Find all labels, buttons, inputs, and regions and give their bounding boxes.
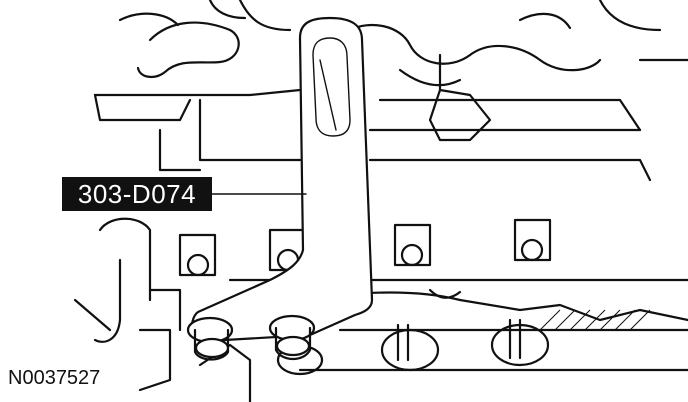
- tool-callout-label: 303-D074: [62, 177, 212, 211]
- wire-bundle: [238, 0, 292, 32]
- left-pipe: [98, 217, 152, 302]
- valve-cover-top: [93, 88, 302, 97]
- tool-slot: [312, 37, 351, 137]
- cover-long-edge: [368, 158, 652, 182]
- tool-body: [190, 16, 374, 342]
- engine-background: [73, 0, 688, 402]
- tool-bolts: [186, 314, 316, 361]
- figure-number: N0037527: [8, 367, 101, 389]
- special-tool-303-D074: [186, 16, 374, 361]
- upper-hose-left-2: [118, 12, 180, 27]
- camshaft-lobes: [276, 318, 550, 376]
- upper-hose-left: [136, 21, 240, 78]
- upper-hose-right: [348, 23, 602, 72]
